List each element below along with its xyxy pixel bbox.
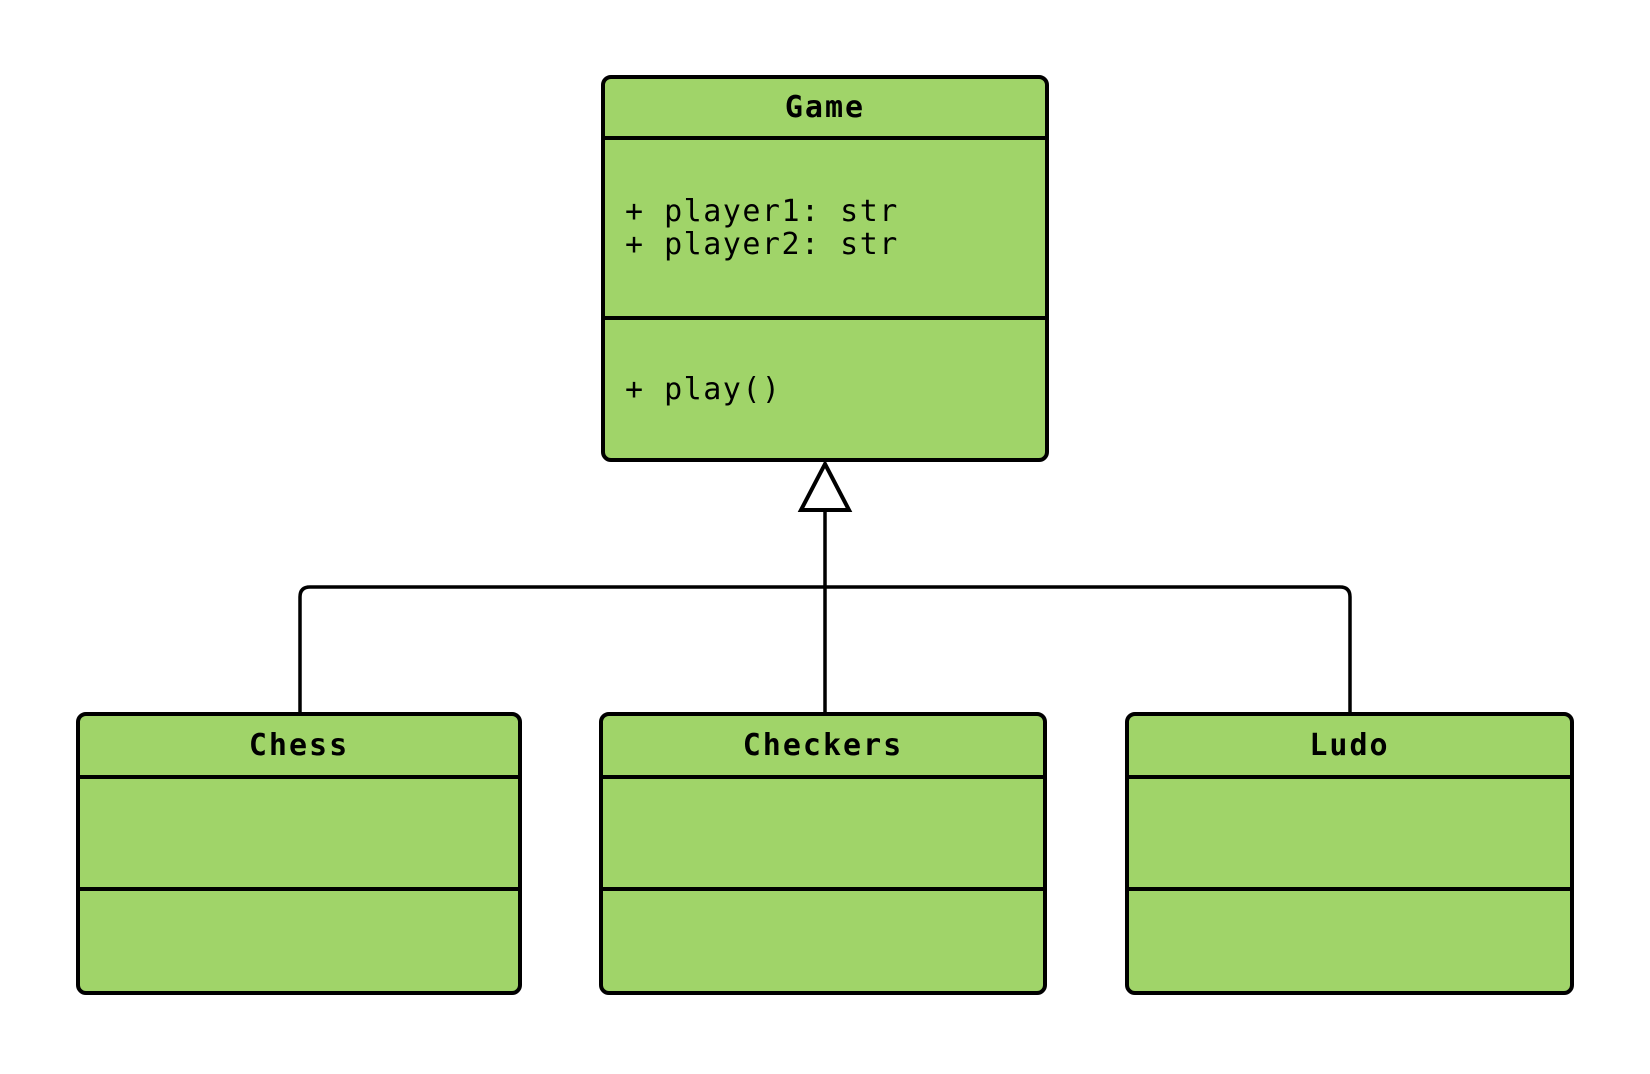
attributes-compartment-ludo <box>1129 775 1570 887</box>
methods-compartment-game: + play() <box>605 316 1045 458</box>
class-box-checkers: Checkers <box>599 712 1047 995</box>
method-line: + play() <box>625 371 782 407</box>
methods-compartment-checkers <box>603 887 1043 991</box>
class-box-chess: Chess <box>76 712 522 995</box>
methods-compartment-ludo <box>1129 887 1570 991</box>
attributes-compartment-game: + player1: str + player2: str <box>605 136 1045 316</box>
class-title-chess: Chess <box>248 728 350 763</box>
class-box-ludo: Ludo <box>1125 712 1574 995</box>
attributes-compartment-checkers <box>603 775 1043 887</box>
methods-compartment-chess <box>80 887 518 991</box>
attribute-line: + player2: str <box>625 227 899 262</box>
inheritance-triangle-icon <box>797 459 853 512</box>
class-title-checkers: Checkers <box>742 728 904 763</box>
attributes-compartment-chess <box>80 775 518 887</box>
attribute-line: + player1: str <box>625 194 899 229</box>
connector-branch-line <box>298 585 1352 714</box>
class-title-ludo: Ludo <box>1309 728 1390 763</box>
class-title-game: Game <box>784 90 866 125</box>
class-box-game: Game + player1: str + player2: str + pla… <box>601 75 1049 462</box>
